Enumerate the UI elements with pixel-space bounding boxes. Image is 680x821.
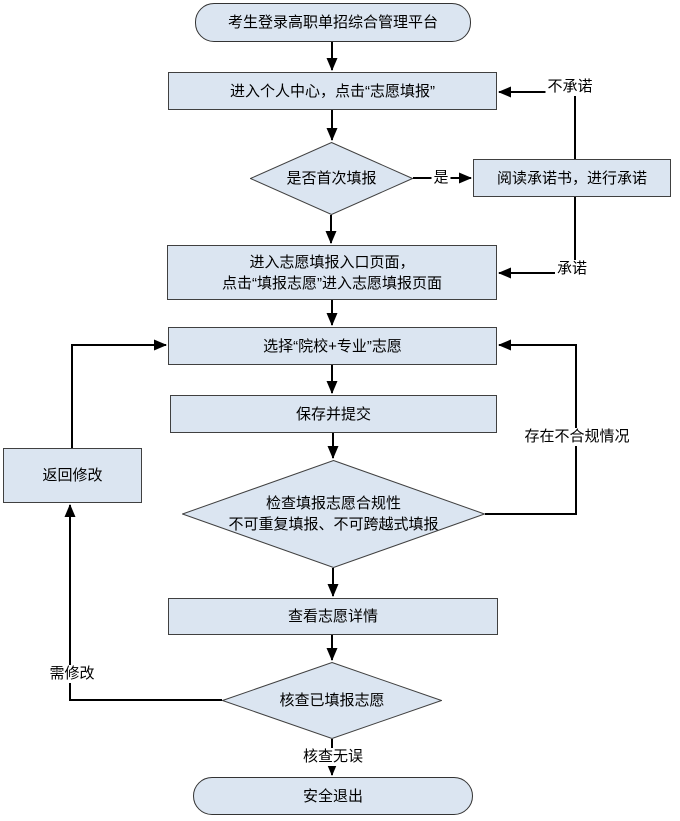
node-decision-first-time-label: 是否首次填报 <box>286 170 377 187</box>
edge-label-non-compliant: 存在不合规情况 <box>522 428 632 446</box>
edge-label-commit: 承诺 <box>554 260 590 278</box>
node-decision-compliance-check-label: 检查填报志愿合规性 不可重复填报、不可跨越式填报 <box>228 495 439 533</box>
node-decision-verify: 核查已填报志愿 <box>222 662 442 739</box>
edge-label-not-commit: 不承诺 <box>545 78 595 96</box>
node-read-commitment: 阅读承诺书，进行承诺 <box>473 159 671 197</box>
node-select-college-major: 选择“院校+专业”志愿 <box>168 327 497 365</box>
edge-label-yes: 是 <box>431 169 451 187</box>
edge-label-verified-ok: 核查无误 <box>300 748 366 766</box>
node-view-details: 查看志愿详情 <box>168 598 498 635</box>
node-return-modify: 返回修改 <box>3 448 142 503</box>
node-decision-compliance-check: 检查填报志愿合规性 不可重复填报、不可跨越式填报 <box>182 460 485 568</box>
node-entry-page: 进入志愿填报入口页面， 点击“填报志愿”进入志愿填报页面 <box>167 245 497 300</box>
node-end-logout: 安全退出 <box>193 777 473 815</box>
edge-label-need-modify: 需修改 <box>47 665 97 683</box>
node-start-login: 考生登录高职单招综合管理平台 <box>195 3 471 42</box>
node-decision-verify-label: 核查已填报志愿 <box>279 692 385 709</box>
node-enter-personal-center: 进入个人中心，点击“志愿填报” <box>168 72 497 110</box>
node-decision-first-time: 是否首次填报 <box>250 142 413 215</box>
node-save-submit: 保存并提交 <box>170 395 497 433</box>
